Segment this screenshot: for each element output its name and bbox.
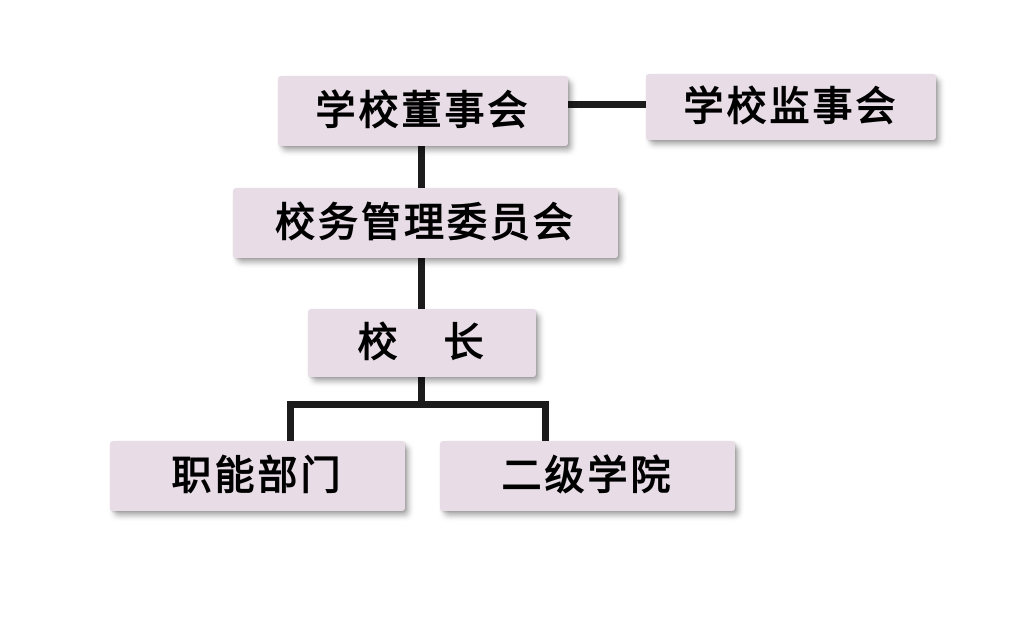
node-school-supervisory-board: 学校监事会 xyxy=(646,74,936,140)
node-secondary-colleges: 二级学院 xyxy=(440,441,735,511)
node-functional-departments-label: 职能部门 xyxy=(171,453,344,499)
connector-junction-colleges xyxy=(542,401,549,445)
node-school-board: 学校董事会 xyxy=(278,76,568,146)
connector-board-supervisory xyxy=(566,101,648,108)
node-secondary-colleges-label: 二级学院 xyxy=(501,453,674,499)
node-functional-departments: 职能部门 xyxy=(110,441,405,511)
node-school-affairs-committee-label: 校务管理委员会 xyxy=(275,200,576,246)
node-school-board-label: 学校董事会 xyxy=(315,88,531,134)
connector-president-junction xyxy=(418,374,425,406)
node-school-supervisory-board-label: 学校监事会 xyxy=(683,84,899,130)
node-school-affairs-committee: 校务管理委员会 xyxy=(233,188,618,258)
node-president-label: 校 长 xyxy=(357,320,487,366)
node-president: 校 长 xyxy=(308,309,536,377)
connector-board-committee xyxy=(418,142,425,192)
connector-committee-president xyxy=(418,254,425,312)
connector-junction-functional xyxy=(287,401,294,445)
connector-junction-horizontal xyxy=(287,401,549,408)
